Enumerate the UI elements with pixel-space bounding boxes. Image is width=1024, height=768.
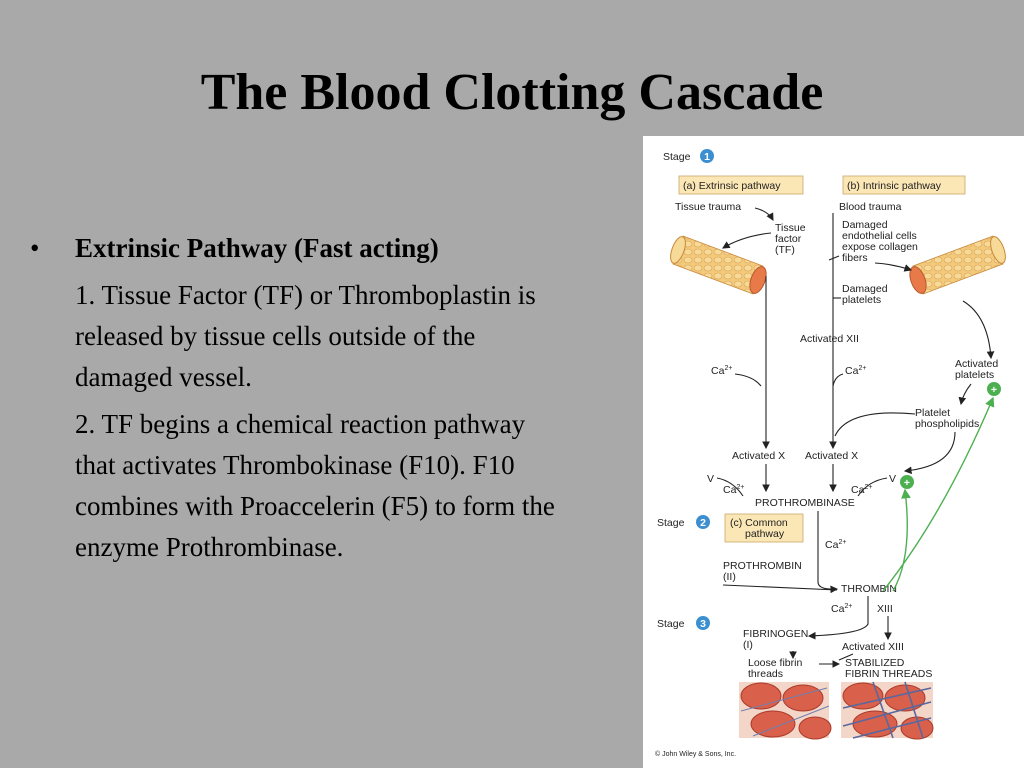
bullet-marker: • — [30, 233, 40, 263]
loose-fibrin-line1: Loose fibrin — [748, 657, 802, 669]
slide-title: The Blood Clotting Cascade — [200, 64, 824, 121]
thrombin-label: THROMBIN — [841, 583, 897, 595]
prothrombin-line2: (II) — [723, 571, 736, 583]
activated-x-left-label: Activated X — [732, 450, 785, 462]
stage-3-badge — [696, 616, 710, 630]
positive-feedback-arrows — [882, 396, 995, 592]
clotting-cascade-figure: Stage 1 (a) Extrinsic pathway (b) Intrin… — [643, 136, 1024, 768]
prothrombin-line1: PROTHROMBIN — [723, 560, 802, 572]
plus-badge-bottom-sign: + — [904, 477, 910, 489]
activated-x-right-label: Activated X — [805, 450, 858, 462]
loose-fibrin-line2: threads — [748, 668, 783, 680]
xiii-label: XIII — [877, 603, 893, 615]
plus-badge-top — [987, 382, 1001, 396]
ca-stage3: Ca2+ — [831, 603, 852, 615]
ca-right-label: Ca2+ — [845, 365, 866, 377]
damaged-vessel-right-icon — [909, 235, 1006, 295]
activated-xii-label: Activated XII — [800, 333, 859, 345]
damaged-platelets-line2: platelets — [842, 294, 881, 306]
paragraph-1: 1. Tissue Factor (TF) or Thromboplastin … — [75, 280, 536, 392]
stage-2-number: 2 — [700, 517, 706, 529]
platelet-phospholipids-line2: phospholipids — [915, 418, 979, 430]
activated-platelets-line2: platelets — [955, 369, 994, 381]
intrinsic-pathway-box — [842, 175, 966, 195]
tissue-factor-line2: factor — [775, 233, 802, 245]
stage-2-badge — [696, 515, 710, 529]
ca-left-label: Ca2+ — [711, 365, 732, 377]
damaged-endothelial-line4: fibers — [842, 252, 868, 264]
damaged-endothelial-line3: expose collagen — [842, 241, 918, 253]
blood-trauma-label: Blood trauma — [839, 201, 902, 213]
stage-1-number: 1 — [704, 151, 710, 163]
loose-fibrin-clot-image — [739, 682, 832, 740]
stage-2-word: Stage — [657, 517, 685, 529]
extrinsic-pathway-label: (a) Extrinsic pathway — [683, 180, 781, 192]
tissue-trauma-label: Tissue trauma — [675, 201, 741, 213]
ca-prothrombinase-right: Ca2+ — [851, 484, 872, 496]
tissue-factor-line3: (TF) — [775, 244, 795, 256]
bullet-list: • Extrinsic Pathway (Fast acting) 1. Tis… — [30, 228, 590, 568]
bullet-heading: Extrinsic Pathway (Fast acting) — [75, 233, 439, 263]
stage-3-number: 3 — [700, 618, 706, 630]
activated-xiii-label: Activated XIII — [842, 641, 904, 653]
plus-badge-bottom — [900, 475, 914, 489]
ca-prothrombinase-left: Ca2+ — [723, 484, 744, 496]
fibrinogen-line1: FIBRINOGEN — [743, 628, 808, 640]
common-pathway-line2: pathway — [745, 528, 785, 540]
damaged-endothelial-line2: endothelial cells — [842, 230, 917, 242]
tissue-factor-line1: Tissue — [775, 222, 806, 234]
damaged-platelets-line1: Damaged — [842, 283, 888, 295]
plus-badge-top-sign: + — [991, 384, 997, 396]
stabilized-fibrin-clot-image — [841, 681, 934, 740]
cascade-diagram: Stage 1 (a) Extrinsic pathway (b) Intrin… — [655, 149, 1006, 758]
extrinsic-pathway-box — [678, 175, 804, 195]
ca-stage2: Ca2+ — [825, 539, 846, 551]
stage-1-badge — [700, 149, 714, 163]
bullet-item: • Extrinsic Pathway (Fast acting) — [30, 228, 590, 269]
paragraph-2: 2. TF begins a chemical reaction pathway… — [75, 409, 555, 562]
intrinsic-pathway-label: (b) Intrinsic pathway — [847, 180, 942, 192]
copyright-label: © John Wiley & Sons, Inc. — [655, 750, 736, 758]
activated-platelets-line1: Activated — [955, 358, 998, 370]
damaged-endothelial-line1: Damaged — [842, 219, 888, 231]
fibrinogen-line2: (I) — [743, 639, 753, 651]
stage-3-word: Stage — [657, 618, 685, 630]
damaged-vessel-left-icon — [670, 235, 767, 295]
common-pathway-line1: (c) Common — [730, 517, 788, 529]
prothrombinase-label: PROTHROMBINASE — [755, 497, 855, 509]
common-pathway-box — [724, 513, 804, 543]
v-left-label: V — [707, 473, 714, 485]
stabilized-line1: STABILIZED — [845, 657, 905, 669]
stabilized-line2: FIBRIN THREADS — [845, 668, 932, 680]
v-right-label: V — [889, 473, 896, 485]
stage-1-word: Stage — [663, 151, 691, 163]
flow-arrows — [716, 207, 995, 668]
platelet-phospholipids-line1: Platelet — [915, 407, 950, 419]
